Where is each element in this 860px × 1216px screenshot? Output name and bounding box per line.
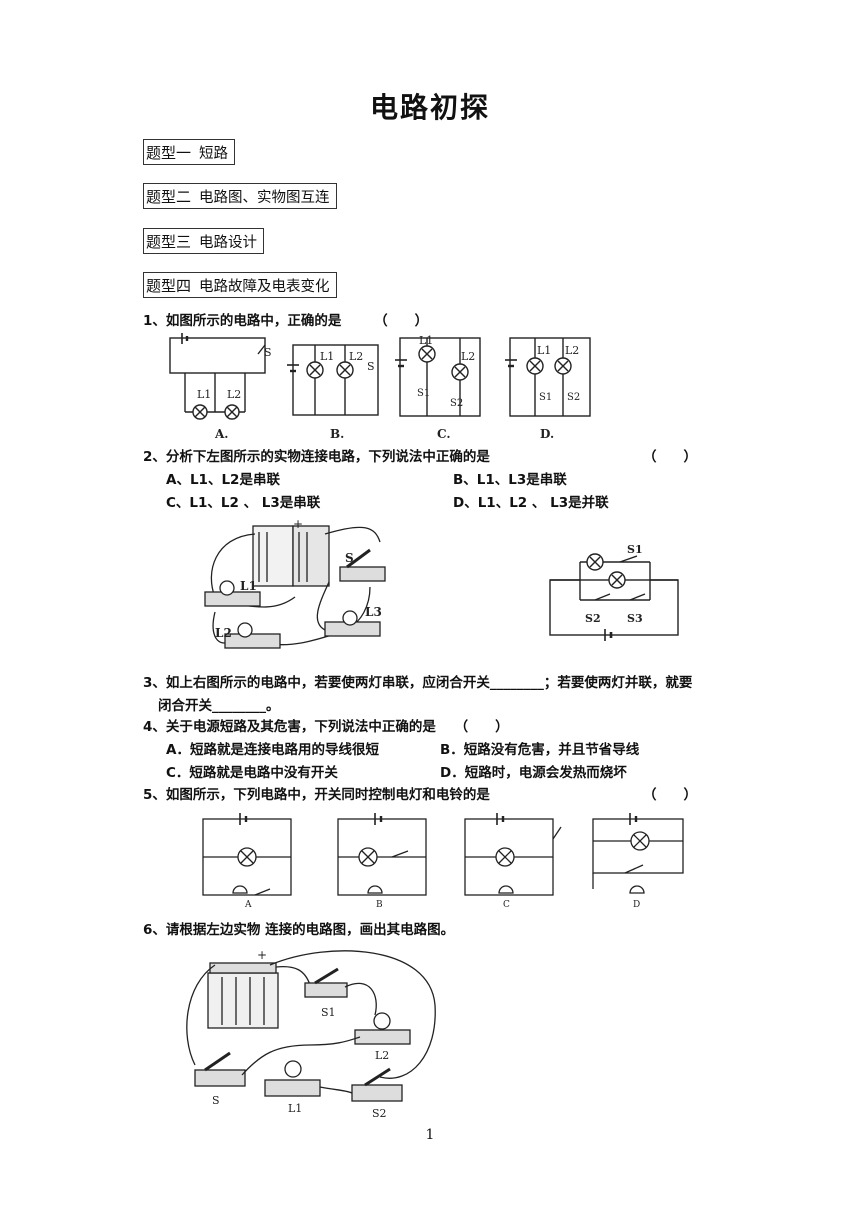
label-l2: L2 [227, 388, 241, 401]
label-l1: L1 [419, 334, 433, 347]
question-type-1: 题型一 短路 [143, 139, 236, 165]
question-2: 2、分析下左图所示的实物连接电路，下列说法中正确的是 [143, 445, 490, 465]
label-s: S [367, 360, 375, 373]
label-s1: S1 [417, 388, 430, 399]
label-l2: L2 [565, 344, 579, 357]
q4-option-b: B．短路没有危害，并且节省导线 [440, 742, 640, 758]
question-type-label: 题型一 [146, 143, 192, 162]
label-l1: L1 [240, 579, 257, 593]
plus-sign: + [293, 517, 303, 531]
label-s2: S2 [450, 398, 463, 409]
option-label-c: C. [437, 427, 451, 441]
label-s2: S2 [567, 392, 580, 403]
label-l2: L2 [215, 626, 232, 640]
option-label-b: B [376, 900, 383, 910]
question-text: 2、分析下左图所示的实物连接电路，下列说法中正确的是 [143, 449, 490, 465]
label-l1: L1 [197, 388, 211, 401]
question-4: 4、关于电源短路及其危害，下列说法中正确的是 （ ） [143, 715, 509, 735]
question-type-4: 题型四 电路故障及电表变化 [143, 272, 337, 298]
question-type-label: 题型二 [146, 187, 192, 206]
question-type-2: 题型二 电路图、实物图互连 [143, 183, 337, 209]
label-s1: S1 [321, 1006, 336, 1019]
page-title: 电路初探 [369, 91, 490, 124]
question-type-label: 题型四 [146, 276, 192, 295]
label-s: S [345, 551, 354, 565]
question-text: 4、关于电源短路及其危害，下列说法中正确的是 [143, 719, 436, 735]
label-l2: L2 [375, 1049, 389, 1062]
circuit-b: L1 L2 S B. [287, 344, 379, 441]
q4-option-a: A．短路就是连接电路用的导线很短 [166, 742, 379, 758]
option-label-a: A [244, 900, 252, 910]
question-5: 5、如图所示，下列电路中，开关同时控制电灯和电铃的是 [143, 787, 490, 803]
circuit-b: B [337, 813, 427, 910]
label-s3: S3 [627, 612, 643, 625]
option-label-d: D [633, 900, 640, 910]
label-l1: L1 [320, 350, 334, 363]
answer-bracket: （ ） [643, 449, 697, 465]
q2-option-b: B、L1、L3是串联 [453, 472, 567, 488]
label-l2: L2 [349, 350, 363, 363]
answer-bracket: （ ） [374, 313, 429, 329]
answer-bracket: （ ） [454, 719, 509, 735]
plus-sign: + [257, 948, 267, 962]
q1-circuit-figure: L1 L2 S A. L1 L2 S B. L1 L2 S1 S2 C. [169, 333, 591, 441]
question-type-text: 电路故障及电表变化 [199, 278, 330, 295]
option-label-d: D. [540, 427, 554, 441]
circuit-a: L1 L2 S A. [169, 333, 272, 441]
label-l1: L1 [288, 1102, 302, 1115]
label-l3: L3 [365, 605, 382, 619]
q5-circuit-figure: A B C D [202, 813, 684, 910]
page-number: 1 [425, 1127, 435, 1143]
q6-physical-circuit-figure: + S1 L2 S L1 S2 [186, 948, 436, 1120]
question-type-text: 短路 [199, 145, 229, 162]
label-s1: S1 [539, 392, 552, 403]
question-3-line-1: 3、如上右图所示的电路中，若要使两灯串联，应闭合开关________；若要使两灯… [143, 675, 693, 691]
circuit-c: L1 L2 S1 S2 C. [395, 334, 481, 441]
question-type-3: 题型三 电路设计 [143, 228, 265, 254]
label-s1: S1 [627, 543, 643, 556]
label-s: S [264, 346, 272, 359]
q2-option-c: C、L1、L2 、 L3是串联 [166, 495, 321, 511]
question-type-label: 题型三 [146, 232, 192, 251]
question-3-line-2: 闭合开关________。 [158, 698, 280, 714]
label-s2: S2 [372, 1107, 387, 1120]
q3-circuit-diagram: S1 S2 S3 [549, 543, 679, 641]
label-l2: L2 [461, 350, 475, 363]
circuit-c: C [464, 813, 562, 910]
label-l1: L1 [537, 344, 551, 357]
circuit-d: D [592, 813, 684, 910]
q4-option-c: C．短路就是电路中没有开关 [166, 765, 338, 781]
option-label-c: C [503, 900, 510, 910]
label-s2: S2 [585, 612, 601, 625]
q2-option-a: A、L1、L2是串联 [166, 472, 280, 488]
q4-option-d: D．短路时，电源会发热而烧坏 [440, 765, 627, 781]
question-type-text: 电路图、实物图互连 [199, 189, 330, 206]
label-s: S [212, 1094, 220, 1107]
question-text: 1、如图所示的电路中，正确的是 [143, 313, 342, 329]
option-label-b: B. [330, 427, 344, 441]
q2-physical-circuit-figure: + S L1 L2 L3 [204, 517, 386, 649]
question-1: 1、如图所示的电路中，正确的是 （ ） [143, 309, 428, 329]
question-type-text: 电路设计 [199, 234, 258, 251]
circuit-a: A [202, 813, 292, 910]
answer-bracket: （ ） [643, 787, 697, 803]
circuit-d: L1 L2 S1 S2 D. [505, 337, 591, 441]
q2-option-d: D、L1、L2 、 L3是并联 [453, 495, 609, 511]
option-label-a: A. [214, 427, 229, 441]
question-6: 6、请根据左边实物 连接的电路图，画出其电路图。 [143, 922, 455, 938]
